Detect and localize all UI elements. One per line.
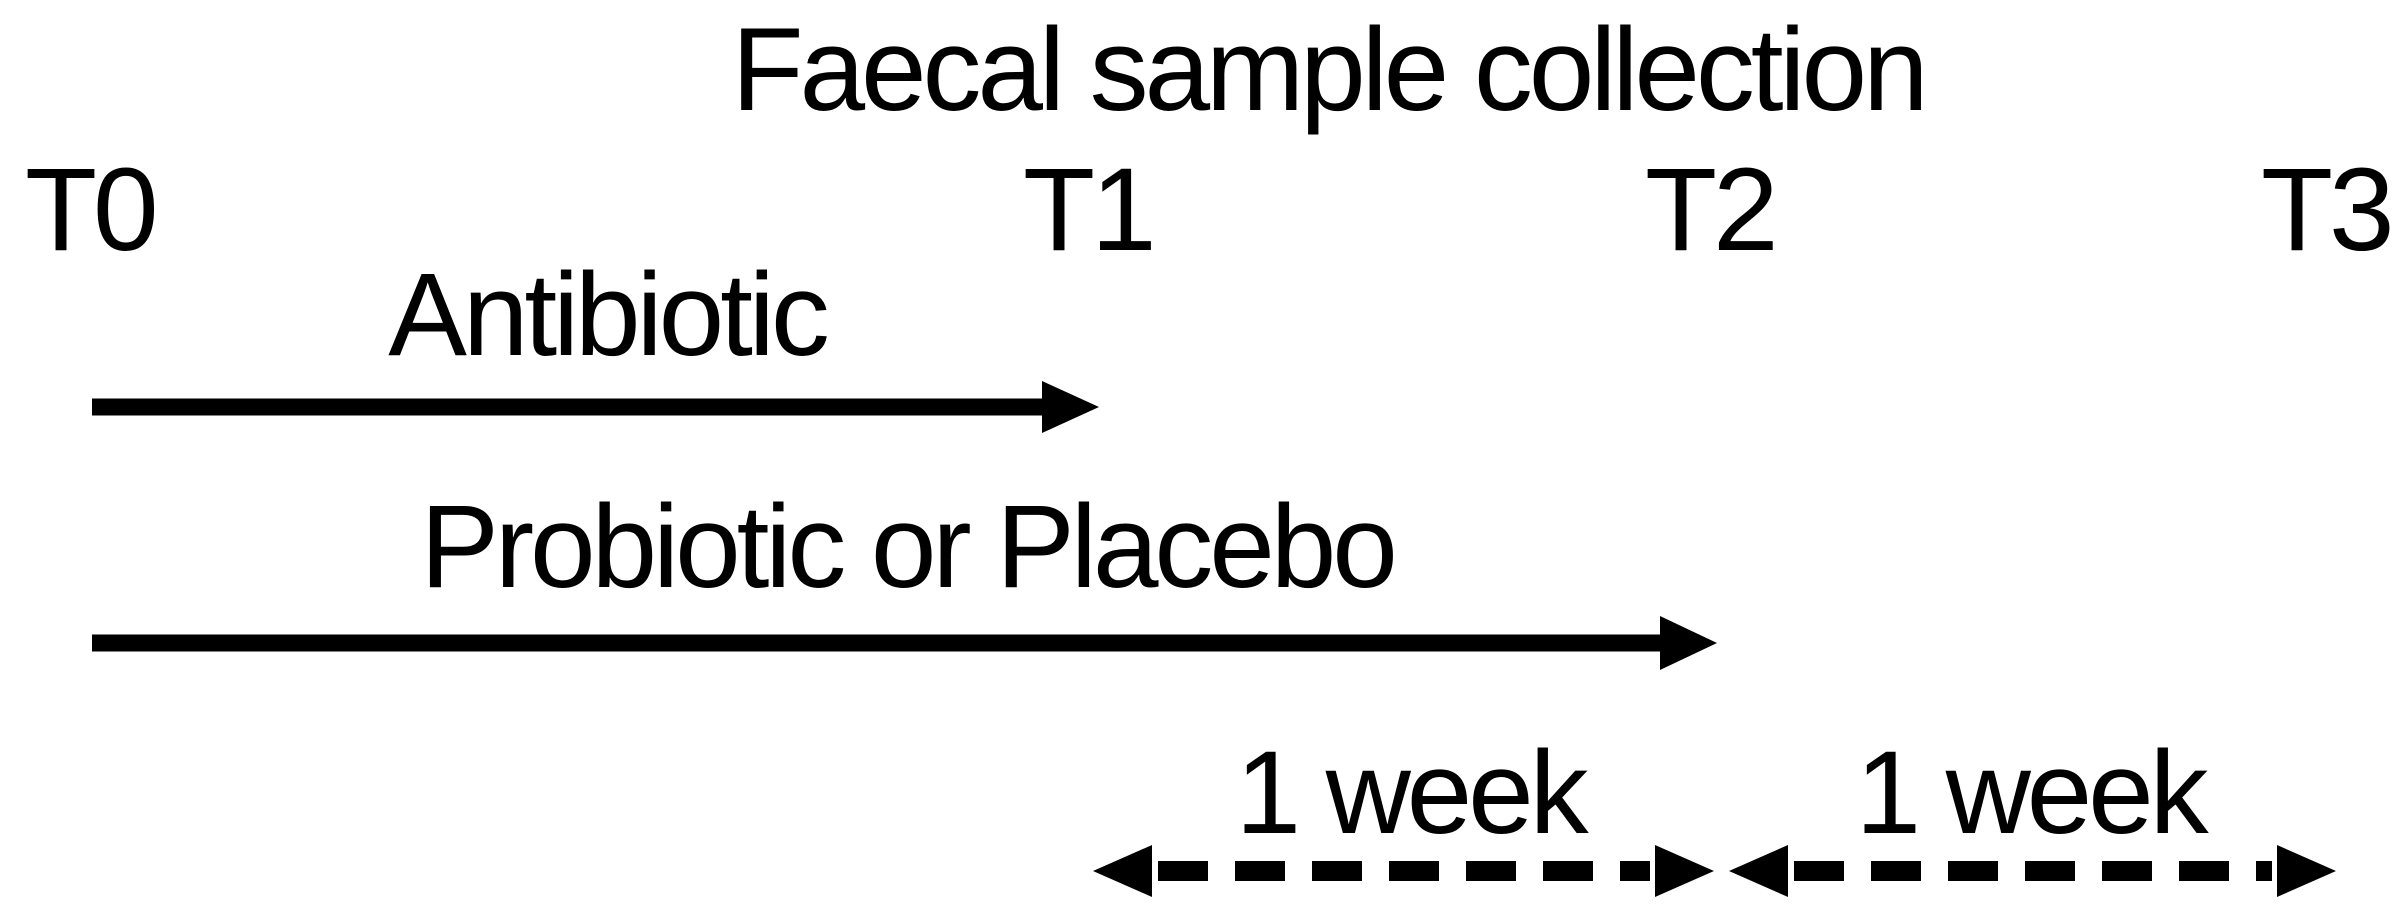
week-interval-arrow-2-icon (1729, 845, 2336, 897)
week-interval-label-2: 1 week (1855, 727, 2208, 859)
probiotic-placebo-label: Probiotic or Placebo (420, 481, 1398, 613)
week-interval-label-1: 1 week (1235, 727, 1588, 859)
timepoint-label-t0: T0 (25, 144, 159, 276)
week-interval-arrow-1-icon (1093, 845, 1714, 897)
timepoint-label-t3: T3 (2261, 144, 2395, 276)
timepoint-label-t2: T2 (1645, 144, 1779, 276)
antibiotic-label: Antibiotic (388, 249, 830, 381)
figure-title: Faecal sample collection (731, 4, 1929, 136)
antibiotic-arrow-icon (92, 381, 1099, 433)
probiotic-placebo-arrow-icon (92, 616, 1717, 670)
timepoint-label-t1: T1 (1023, 144, 1157, 276)
